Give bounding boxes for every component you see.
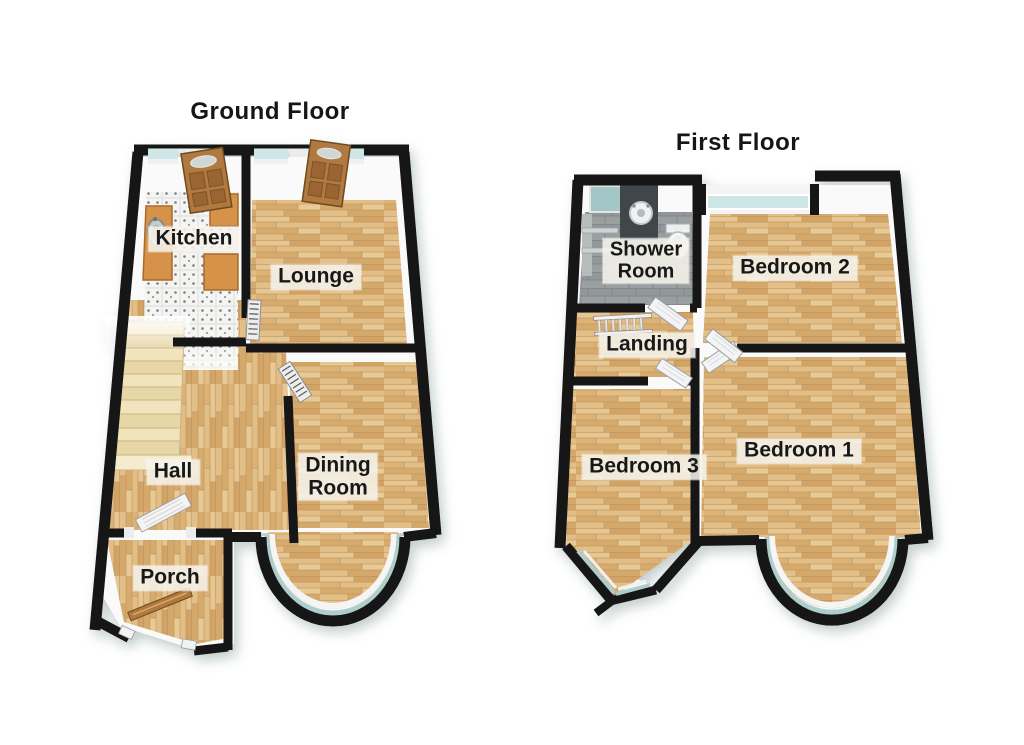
ground-interior-walls <box>104 150 421 544</box>
bedroom1-bay-window <box>755 535 909 626</box>
radiator <box>245 299 262 341</box>
door-jamb <box>124 527 134 538</box>
porch-door-jamb <box>180 638 198 651</box>
room-label-lounge: Lounge <box>271 264 361 290</box>
bedroom3-bay-window <box>576 549 651 596</box>
ground-floor-plan <box>89 138 442 656</box>
bedroom2-window <box>697 184 819 215</box>
bed1-bay-floor <box>767 534 897 609</box>
bedroom3-floor <box>566 389 692 598</box>
dining-bay-floor <box>268 532 398 609</box>
first-floor-title: First Floor <box>675 129 801 156</box>
radiator <box>277 360 313 404</box>
bedroom3-door <box>654 357 693 389</box>
room-label-bedroom-3: Bedroom 3 <box>582 454 706 480</box>
bedroom1-door <box>704 328 744 364</box>
porch-door-jamb <box>118 624 136 641</box>
room-label-kitchen: Kitchen <box>148 226 240 252</box>
shower-unit <box>620 184 658 240</box>
hall-inner-door <box>134 492 193 533</box>
ground-floor-title: Ground Floor <box>190 98 350 125</box>
room-label-porch: Porch <box>133 565 207 591</box>
room-label-landing: Landing <box>599 332 695 358</box>
door-jamb <box>186 527 196 538</box>
dining-floor <box>289 362 429 528</box>
room-label-hall: Hall <box>146 459 200 485</box>
room-label-bedroom-2: Bedroom 2 <box>733 255 857 281</box>
kitchen-door <box>180 146 233 215</box>
lounge-door <box>301 138 352 208</box>
ground-outer-walls <box>89 144 442 656</box>
front-door <box>127 587 193 622</box>
shelf-unit <box>581 214 619 276</box>
room-label-shower-room: Shower Room <box>602 238 690 284</box>
room-label-dining-room: Dining Room <box>298 453 378 501</box>
room-label-bedroom-1: Bedroom 1 <box>737 438 861 464</box>
shower-door <box>647 296 689 332</box>
first-interior-walls <box>568 182 911 545</box>
dining-bay-window <box>255 533 411 627</box>
first-outer-walls <box>554 170 934 617</box>
